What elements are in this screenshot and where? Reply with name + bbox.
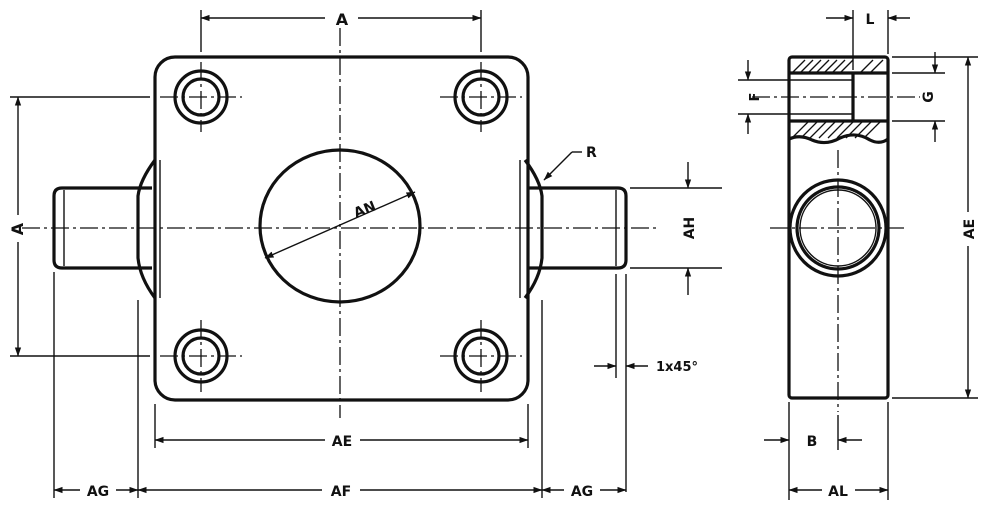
al-label: AL (828, 484, 848, 500)
front-view: AN (8, 10, 722, 500)
port-section (788, 71, 889, 145)
af-label: AF (331, 484, 351, 500)
g-label: G (921, 91, 937, 103)
ah-label: AH (682, 217, 698, 240)
dim-a-top-label: A (336, 10, 349, 29)
dimension-l: L (826, 10, 910, 70)
dimension-ah: AH (630, 162, 722, 295)
dimension-ae-bottom: AE (154, 404, 529, 450)
dimension-ae-side: AE (892, 56, 978, 399)
ae-bottom-label: AE (332, 434, 352, 450)
radius-callout: R (543, 145, 597, 181)
left-fillet (136, 159, 157, 299)
chamfer-callout: 1x45° (594, 274, 698, 492)
dimension-b: B (764, 402, 862, 500)
front-centerlines (22, 28, 660, 418)
dimension-f: F (738, 60, 789, 134)
b-label: B (807, 434, 818, 450)
dimension-a-left: A (8, 96, 150, 357)
chamfer-label: 1x45° (656, 360, 698, 375)
r-label: R (586, 145, 597, 161)
dimension-a-top: A (200, 10, 482, 52)
side-view: L F G AE (738, 10, 978, 500)
ae-side-label: AE (962, 219, 978, 239)
an-label: AN (352, 198, 379, 221)
right-fillet (523, 159, 544, 299)
dimension-al: AL (788, 402, 889, 500)
dimension-g: G (892, 52, 945, 142)
dim-a-left-label: A (8, 222, 27, 235)
ag-left-label: AG (87, 484, 109, 500)
dimension-chain-bottom: AG AF AG (53, 272, 627, 500)
f-label: F (748, 93, 763, 102)
ag-right-label: AG (571, 484, 593, 500)
l-label: L (866, 12, 875, 28)
